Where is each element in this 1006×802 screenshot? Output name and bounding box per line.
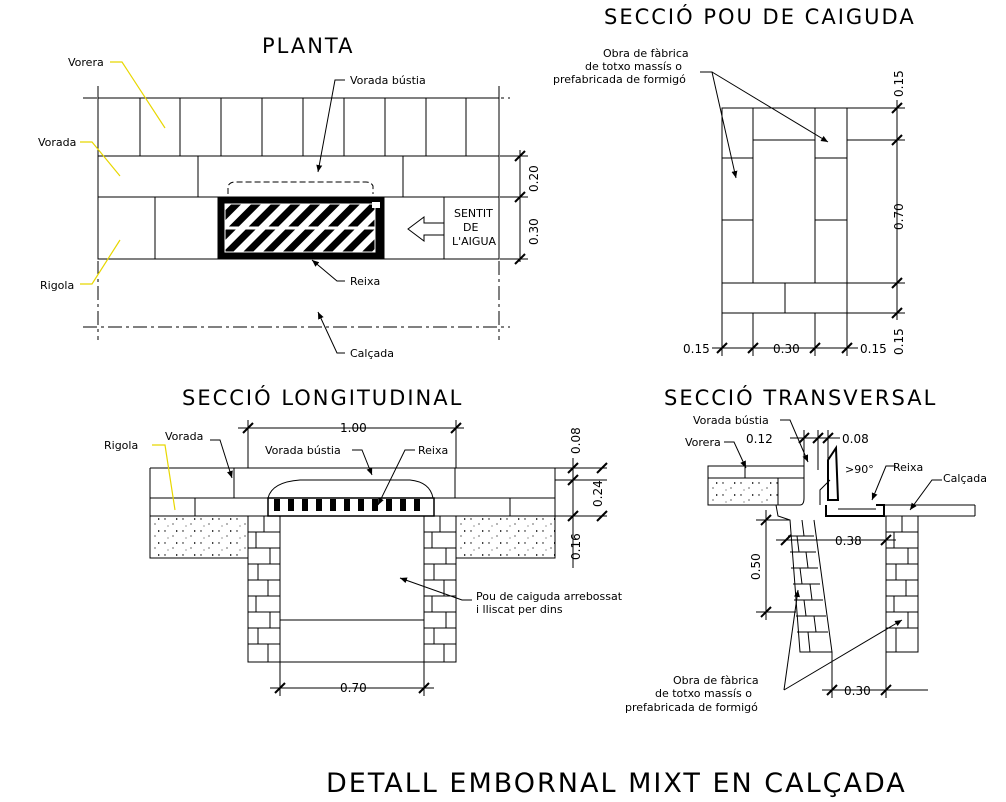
title-planta: PLANTA (262, 34, 354, 58)
trans-dim-050: 0.50 (749, 553, 763, 580)
trans-angle-label: >90° (845, 463, 874, 476)
planta-vorada-bustia-label: Vorada bústia (350, 74, 426, 87)
long-dim-100: 1.00 (340, 421, 367, 435)
pou-dim-top: 0.15 (892, 70, 906, 97)
planta-view: SENTIT DE L'AIGUA 0.20 0.30 Vorera Vorad… (38, 56, 541, 360)
trans-dim-038: 0.38 (835, 534, 862, 548)
trans-dim-012: 0.12 (746, 432, 773, 446)
trans-dim-008: 0.08 (842, 432, 869, 446)
title-main: DETALL EMBORNAL MIXT EN CALÇADA (326, 768, 907, 799)
long-dim-070: 0.70 (340, 681, 367, 695)
long-reixa-label: Reixa (418, 444, 448, 457)
title-seccio-transversal: SECCIÓ TRANSVERSAL (664, 385, 937, 410)
trans-obra-2: de totxo massís o (655, 687, 752, 700)
trans-reixa-label: Reixa (893, 461, 923, 474)
planta-sentit-3: L'AIGUA (452, 235, 496, 248)
trans-vorada-bustia-label: Vorada bústia (693, 414, 769, 427)
long-pou-2: i lliscat per dins (476, 603, 563, 616)
title-seccio-pou: SECCIÓ POU DE CAIGUDA (604, 4, 916, 29)
long-rigola-label: Rigola (104, 439, 138, 452)
pou-obra-3: prefabricada de formigó (553, 73, 686, 86)
seccio-longitudinal-view: Rigola Vorada Vorada bústia Reixa Pou de… (104, 420, 623, 696)
planta-vorera-label: Vorera (68, 56, 104, 69)
long-vorada-bustia-label: Vorada bústia (265, 444, 341, 457)
long-dim-016: 0.16 (569, 533, 583, 560)
planta-sentit-2: DE (463, 221, 478, 234)
planta-vorada-label: Vorada (38, 136, 76, 149)
long-dim-008: 0.08 (569, 427, 583, 454)
title-seccio-longitudinal: SECCIÓ LONGITUDINAL (182, 385, 463, 410)
pou-dim-left: 0.15 (683, 342, 710, 356)
trans-dim-030: 0.30 (844, 684, 871, 698)
pou-dim-right: 0.15 (860, 342, 887, 356)
pou-obra-1: Obra de fàbrica (603, 47, 689, 60)
seccio-transversal-view: Vorada bústia Vorera Reixa Calçada >90° … (625, 414, 987, 714)
trans-vorera-label: Vorera (685, 436, 721, 449)
planta-dim-020: 0.20 (527, 165, 541, 192)
planta-calcada-label: Calçada (350, 347, 394, 360)
trans-obra-3: prefabricada de formigó (625, 701, 758, 714)
planta-rigola-label: Rigola (40, 279, 74, 292)
long-vorada-label: Vorada (165, 430, 203, 443)
planta-reixa-label: Reixa (350, 275, 380, 288)
planta-dim-030: 0.30 (527, 218, 541, 245)
planta-sentit-1: SENTIT (454, 207, 493, 220)
trans-calcada-label: Calçada (943, 472, 987, 485)
pou-obra-2: de totxo massís o (585, 60, 682, 73)
long-pou-1: Pou de caiguda arrebossat (476, 590, 623, 603)
pou-dim-bot: 0.15 (892, 328, 906, 355)
long-dim-024: 0.24 (591, 480, 605, 507)
pou-dim-center: 0.30 (773, 342, 800, 356)
trans-obra-1: Obra de fàbrica (673, 674, 759, 687)
seccio-pou-view: Obra de fàbrica de totxo massís o prefab… (553, 47, 906, 356)
pou-dim-mid: 0.70 (892, 203, 906, 230)
